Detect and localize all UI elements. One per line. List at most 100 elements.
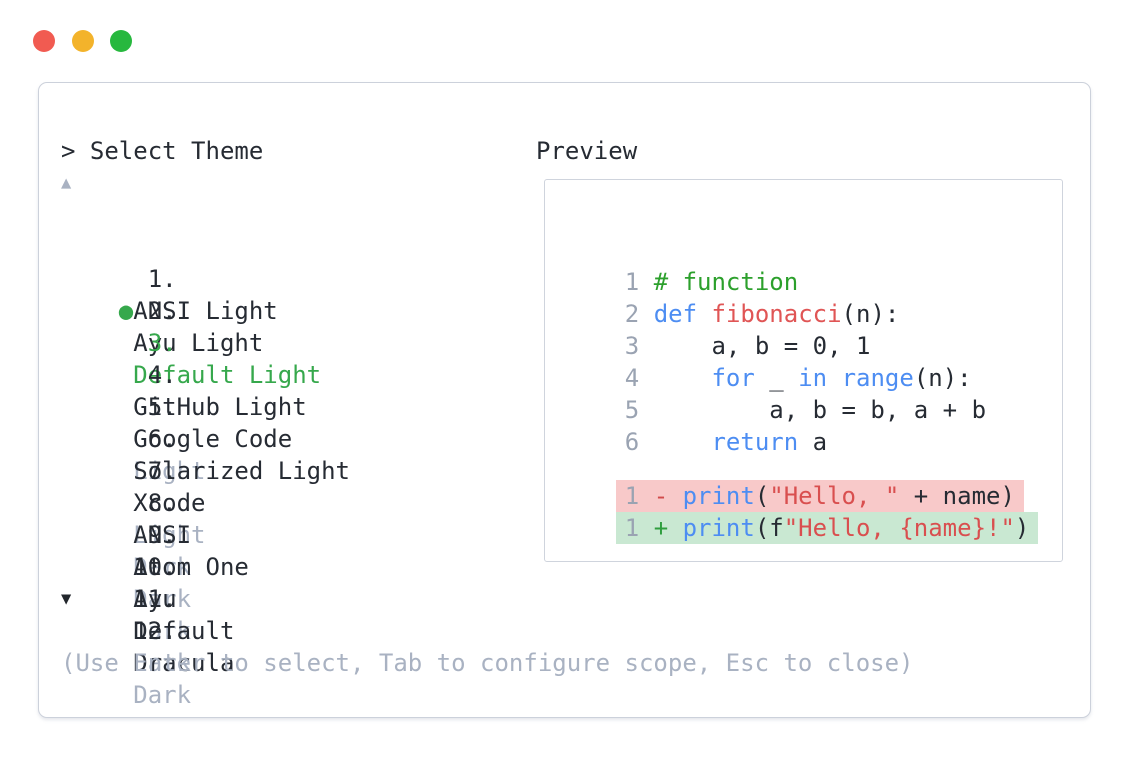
token-plain [827, 364, 841, 392]
token-plain: a [798, 428, 828, 456]
token-plain [654, 428, 712, 456]
theme-list-item[interactable]: 4. GitHub Light [61, 295, 350, 421]
token-keyword: range [841, 364, 914, 392]
theme-item-name: Solarized Light [118, 457, 350, 485]
theme-item-variant: Dark [118, 617, 192, 645]
selected-item-bullet [119, 391, 133, 423]
close-button[interactable] [33, 30, 55, 52]
theme-item-number: 10. [133, 553, 177, 581]
diff-line: 1-print("Hello, " + name) [567, 448, 1062, 512]
theme-item-number: 7. [147, 457, 177, 485]
code-line: 3 a, b = 0, 1 [567, 298, 1062, 360]
line-number: 3 [624, 332, 640, 360]
theme-list-item[interactable]: 1. ANSI Light [61, 199, 350, 325]
theme-item-name: ANSI Light [118, 297, 278, 325]
selected-item-bullet [119, 423, 133, 455]
token-keyword: return [711, 428, 799, 456]
diff-highlight: 1+print(f"Hello, {name}!") [615, 512, 1039, 544]
line-number: 1 [624, 514, 640, 542]
token-keyword: for [711, 364, 755, 392]
theme-list-item[interactable]: 8. ANSI Dark [61, 423, 350, 581]
theme-item-variant: Dark [118, 649, 192, 677]
footer-hint: (Use Enter to select, Tab to configure s… [61, 649, 914, 677]
theme-list-item[interactable]: 12. Dracula Dark [61, 551, 350, 709]
code-text: # function [654, 268, 799, 296]
diff-line: 1+print(f"Hello, {name}!") [567, 480, 1062, 544]
scroll-down-icon[interactable]: ▼ [61, 589, 72, 609]
preview-title: Preview [536, 137, 638, 165]
selected-item-bullet [119, 551, 133, 583]
theme-item-number: 8. [147, 489, 177, 517]
token-comment: # function [653, 268, 799, 296]
theme-item-name: GitHub Light [118, 393, 307, 421]
theme-item-name: Atom One [118, 553, 249, 581]
theme-item-name: Ayu [118, 585, 177, 613]
selected-item-bullet [119, 263, 133, 295]
line-number: 4 [624, 364, 640, 392]
theme-list-item[interactable]: 2. Ayu Light [61, 231, 350, 357]
theme-list-item[interactable]: 6. Solarized Light [61, 359, 350, 485]
token-keyword: in [798, 364, 828, 392]
theme-list-item[interactable]: 5. Google Code Light [61, 327, 350, 485]
theme-item-name: Google Code [118, 425, 293, 453]
code-text: print("Hello, " + name) [683, 482, 1015, 510]
code-text: def fibonacci(n): [654, 300, 900, 328]
theme-list-item[interactable]: 7. Xcode Light [61, 391, 350, 549]
code-line: 5 a, b = b, a + b [567, 362, 1062, 424]
selected-item-bullet [119, 455, 133, 487]
theme-item-name: Default Light [118, 361, 322, 389]
line-number: 5 [624, 396, 640, 424]
line-number: 1 [624, 482, 640, 510]
diff-highlight: 1-print("Hello, " + name) [615, 480, 1024, 512]
theme-item-variant: Dark [118, 553, 192, 581]
theme-prompt: > Select Theme [61, 137, 264, 165]
code-line: 4 for _ in range(n): [567, 330, 1062, 392]
theme-list-item[interactable]: 11. Default Dark [61, 519, 350, 677]
theme-list-item[interactable]: 9. Atom One Dark [61, 455, 350, 613]
code-text: a, b = b, a + b [654, 396, 986, 424]
token-plain: a, b = b, a + b [653, 396, 987, 424]
diff-sign: - [653, 482, 669, 510]
theme-item-number: 11. [133, 585, 177, 613]
theme-item-number: 4. [147, 361, 177, 389]
theme-picker-dialog: > Select Theme ▲ 1. ANSI Light 2. Ayu Li… [38, 82, 1091, 718]
selected-item-bullet [119, 359, 133, 391]
theme-item-name: Dracula [118, 649, 235, 677]
window-controls [33, 30, 132, 52]
theme-item-variant: Light [118, 521, 206, 549]
token-plain: (n): [841, 300, 900, 328]
theme-item-number: 5. [147, 393, 177, 421]
theme-item-variant: Dark [118, 585, 192, 613]
theme-item-number: 12. [133, 617, 177, 645]
token-plain: (f [754, 514, 784, 542]
line-number: 6 [624, 428, 640, 456]
token-func: fibonacci [711, 300, 842, 328]
minimize-button[interactable] [71, 30, 94, 52]
token-plain [654, 364, 712, 392]
theme-list: ▲ 1. ANSI Light 2. Ayu Light ● 3. Defaul… [61, 167, 350, 709]
theme-list-item[interactable]: 10. Ayu Dark [61, 487, 350, 645]
token-plain: + name) [899, 482, 1015, 510]
token-plain: ( [754, 482, 770, 510]
token-keyword: print [682, 514, 755, 542]
theme-item-number: 1. [147, 265, 177, 293]
selected-item-bullet [119, 583, 133, 615]
code-text: print(f"Hello, {name}!") [683, 514, 1030, 542]
code-line: 1 # function [567, 234, 1062, 296]
scroll-up-icon[interactable]: ▲ [61, 173, 72, 193]
theme-item-number: 6. [147, 425, 177, 453]
zoom-button[interactable] [110, 30, 132, 52]
theme-item-variant: Light [118, 457, 206, 485]
selected-item-bullet [119, 231, 133, 263]
theme-item-number: 2. [147, 297, 177, 325]
theme-list-item[interactable]: ● 3. Default Light [61, 263, 350, 389]
token-keyword: def [653, 300, 698, 328]
token-plain: _ [754, 364, 799, 392]
line-number: 2 [624, 300, 640, 328]
theme-item-number: 9. [147, 521, 177, 549]
theme-item-variant: Dark [118, 681, 192, 709]
token-keyword: print [682, 482, 755, 510]
line-number: 1 [624, 268, 640, 296]
code-text: for _ in range(n): [654, 364, 971, 392]
